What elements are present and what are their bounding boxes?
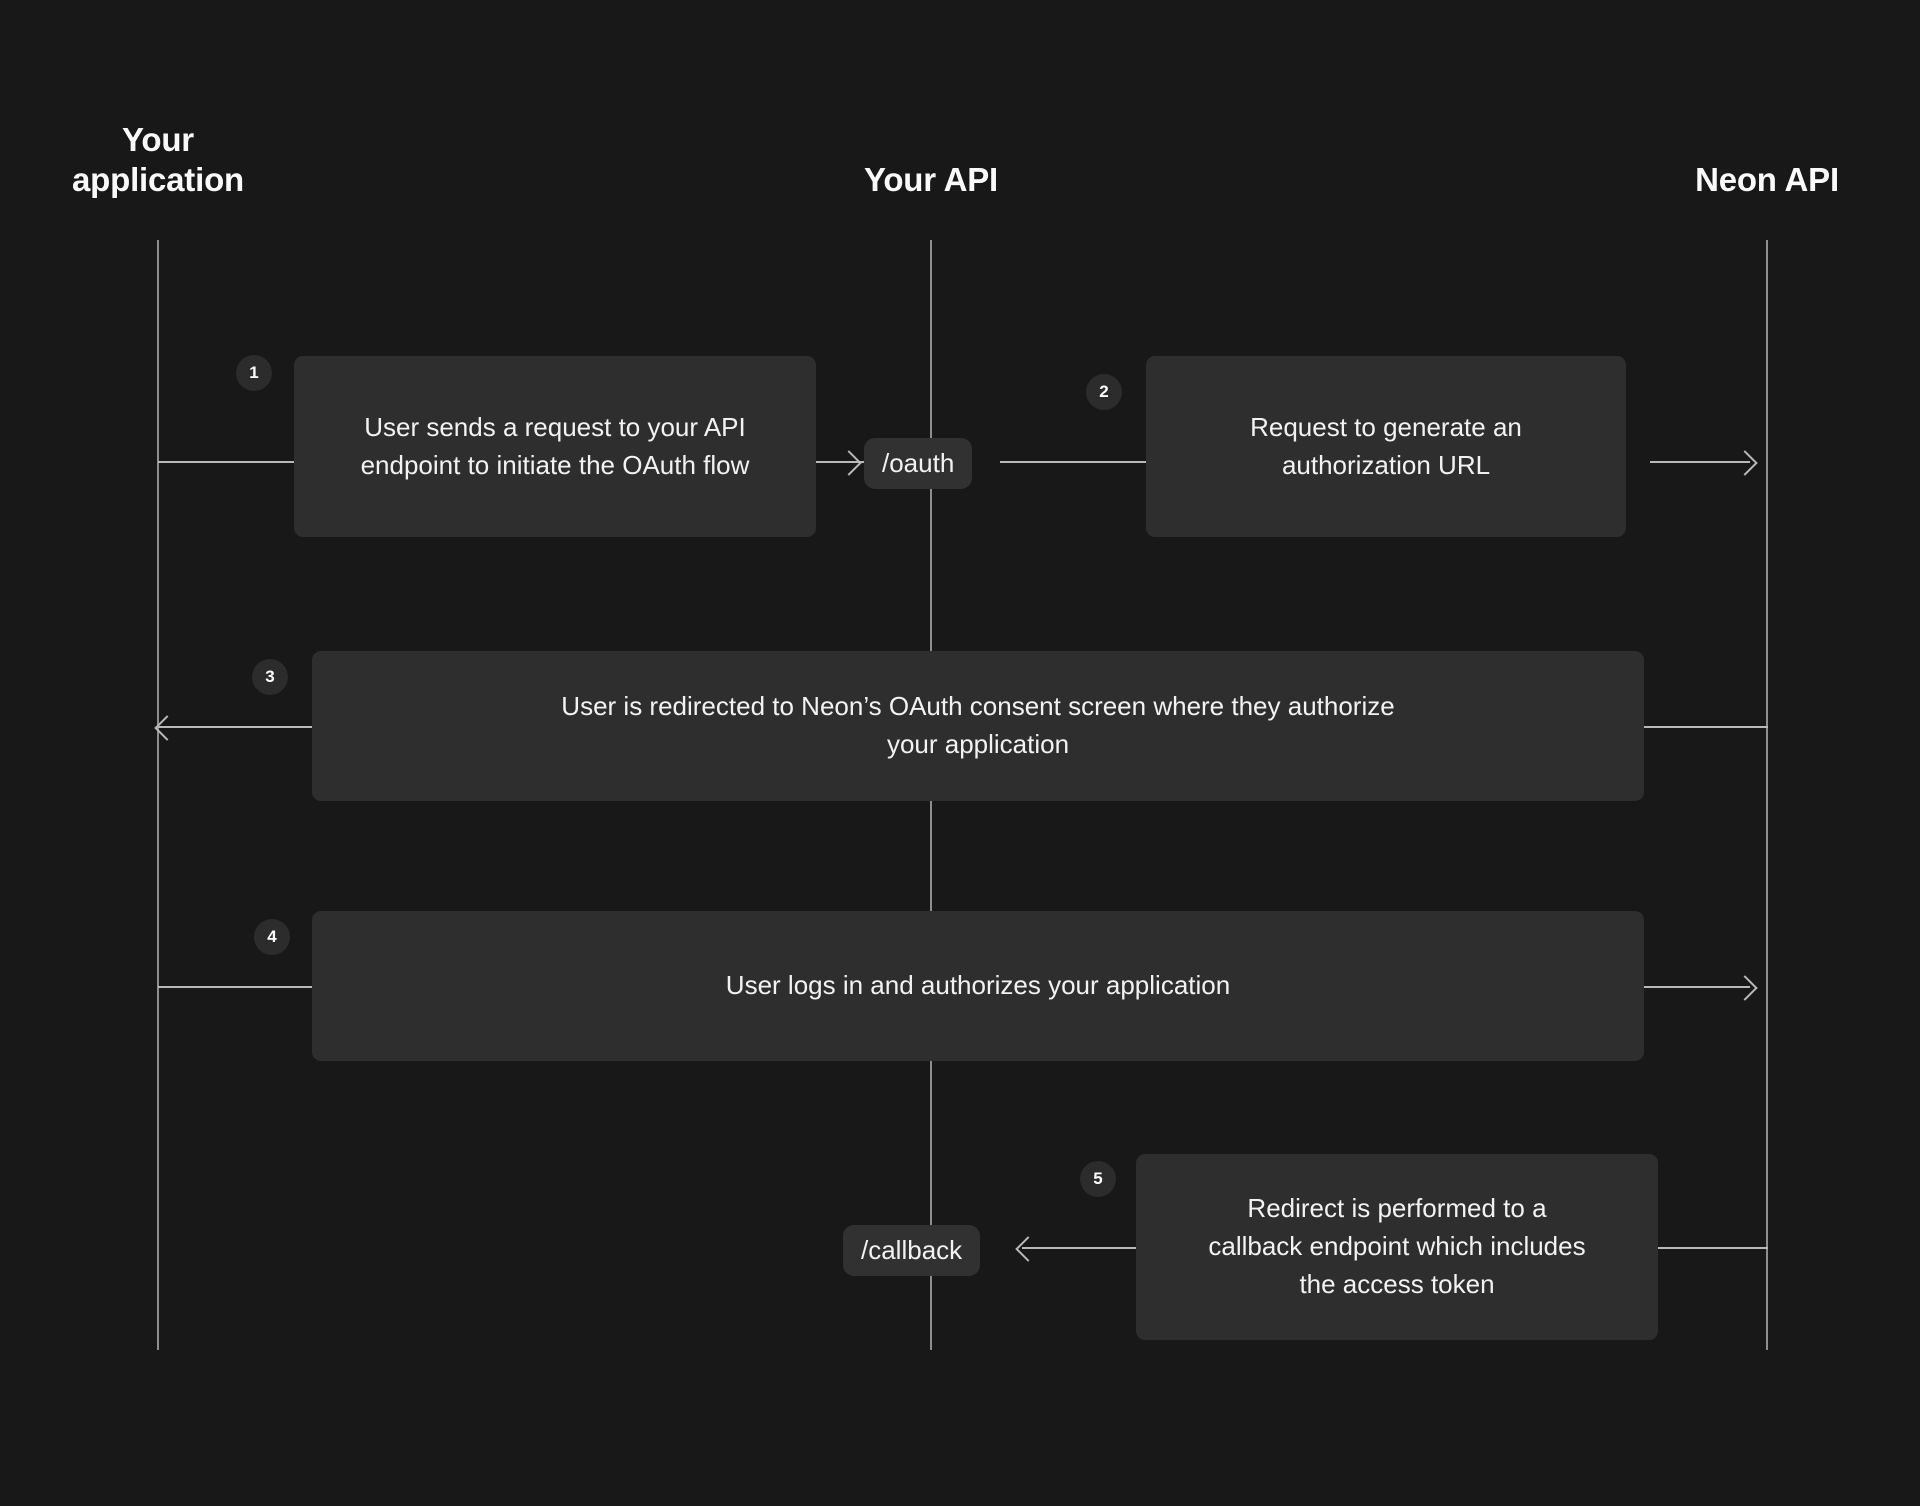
connector-step-2-right — [1650, 461, 1750, 463]
connector-step-2-left — [1000, 461, 1146, 463]
step-text-4: User logs in and authorizes your applica… — [725, 970, 1231, 1001]
connector-step-3-right — [1644, 726, 1768, 728]
connector-step-4-left — [158, 986, 312, 988]
step-box-2: Request to generate an authorization URL — [1146, 356, 1626, 537]
step-badge-3: 3 — [252, 659, 288, 695]
step-badge-5: 5 — [1080, 1161, 1116, 1197]
lane-header-your-api: Your API — [863, 161, 999, 198]
connector-step-3-left — [158, 726, 312, 728]
step-box-5: Redirect is performed to a callback endp… — [1136, 1154, 1658, 1340]
callback-endpoint-pill[interactable]: /callback — [843, 1225, 981, 1276]
step-badge-1: 1 — [236, 355, 272, 391]
connector-step-4-right — [1644, 986, 1750, 988]
step-text-5: Redirect is performed to a callback endp… — [1208, 1193, 1586, 1299]
lifeline-neon-api — [1766, 240, 1768, 1350]
step-box-4: User logs in and authorizes your applica… — [312, 911, 1644, 1061]
arrowhead-step-1-right — [836, 450, 862, 476]
step-box-1: User sends a request to your API endpoin… — [294, 356, 816, 537]
connector-step-1-right — [816, 461, 892, 463]
connector-step-5-left — [1022, 1247, 1136, 1249]
connector-step-1-left — [158, 461, 296, 463]
step-badge-2: 2 — [1086, 374, 1122, 410]
lifeline-your-application — [157, 240, 159, 1350]
step-text-3: User is redirected to Neon’s OAuth conse… — [561, 691, 1395, 759]
arrowhead-step-5-left — [1015, 1236, 1041, 1262]
step-text-2: Request to generate an authorization URL — [1250, 411, 1522, 480]
lane-header-your-application: Your application — [72, 121, 244, 199]
connector-step-5-right — [1658, 1247, 1768, 1249]
oauth-endpoint-pill[interactable]: /oauth — [864, 438, 973, 489]
step-badge-4: 4 — [254, 919, 290, 955]
step-box-3: User is redirected to Neon’s OAuth conse… — [312, 651, 1644, 801]
arrowhead-step-4-right — [1732, 975, 1758, 1001]
step-text-1: User sends a request to your API endpoin… — [360, 411, 750, 480]
lane-header-neon-api: Neon API — [1695, 161, 1839, 198]
arrowhead-step-2-right — [1732, 450, 1758, 476]
